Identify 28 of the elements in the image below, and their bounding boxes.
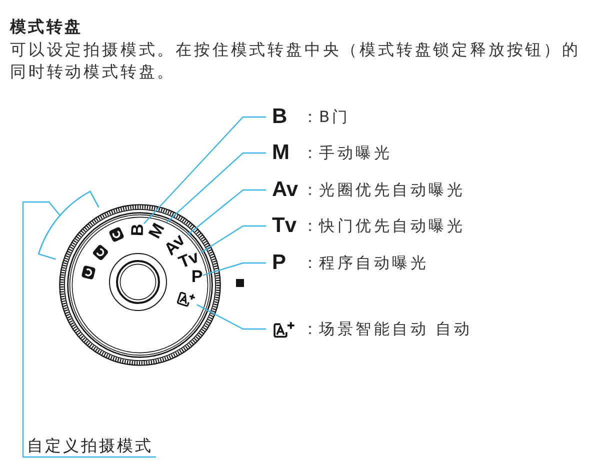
leader-line bbox=[196, 304, 266, 330]
separator: ： bbox=[302, 319, 318, 339]
mode-description: 程序自动曝光 bbox=[319, 253, 428, 273]
separator: ： bbox=[302, 143, 318, 163]
mode-symbol: B bbox=[272, 106, 288, 128]
description-text: 可以设定拍摄模式。在按住模式转盘中央（模式转盘锁定释放按钮）的同时转动模式转盘。 bbox=[10, 39, 582, 82]
separator: ： bbox=[302, 216, 318, 236]
leader-line bbox=[200, 225, 266, 254]
mode-description: 场景智能自动 自动 bbox=[319, 319, 472, 339]
mode-description: 光圈优先自动曝光 bbox=[319, 180, 465, 200]
dial-mode-letter: M bbox=[148, 221, 166, 241]
mode-symbol: P bbox=[272, 252, 286, 274]
separator: ： bbox=[302, 253, 318, 273]
callout-label: 自定义拍摄模式 bbox=[27, 436, 153, 456]
mode-description: B门 bbox=[319, 107, 350, 127]
separator: ： bbox=[302, 180, 318, 200]
leader-line bbox=[202, 262, 266, 276]
mode-symbol: M bbox=[272, 142, 290, 164]
mode-symbol: Av bbox=[272, 179, 298, 201]
mode-description: 手动曝光 bbox=[319, 143, 392, 163]
mode-symbol: Tv bbox=[272, 215, 297, 237]
separator: ： bbox=[302, 107, 318, 127]
heading: 模式转盘 bbox=[10, 17, 83, 37]
leader-line bbox=[22, 201, 156, 458]
dial-mode-letter: P bbox=[191, 270, 203, 284]
leader-line bbox=[166, 152, 266, 223]
mode-description: 快门优先自动曝光 bbox=[319, 216, 465, 236]
dial-mode-letter: B bbox=[130, 224, 146, 236]
